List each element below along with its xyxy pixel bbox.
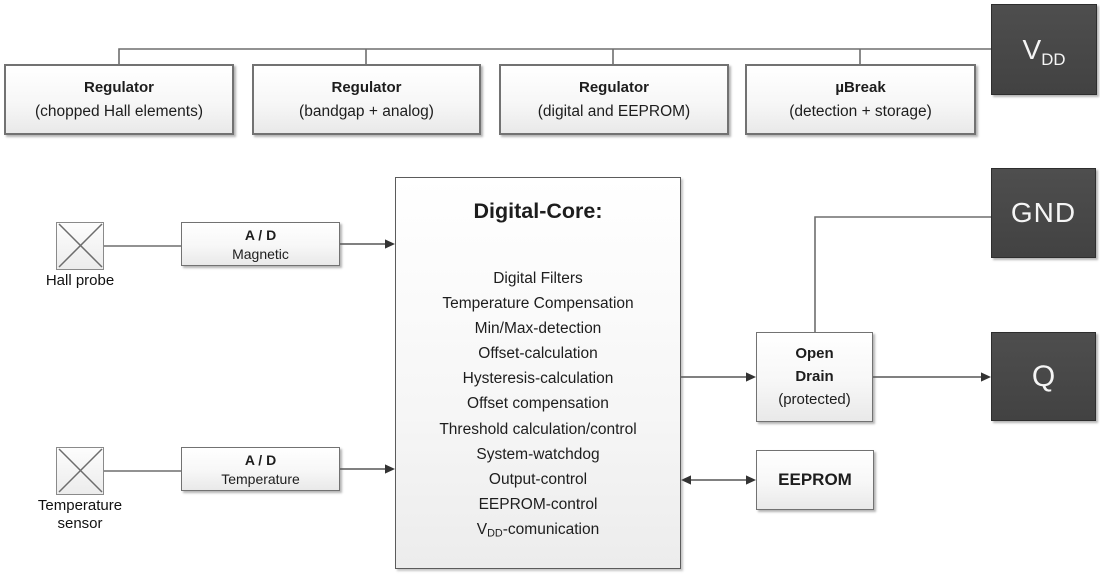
q-pin-label: Q <box>1031 359 1056 393</box>
eeprom-box: EEPROM <box>756 450 874 510</box>
temperature-sensor-label-line2: sensor <box>57 515 103 532</box>
adc-magnetic-title: A / D <box>244 227 277 243</box>
core-function: Hysteresis-calculation <box>462 370 614 388</box>
core-function: Threshold calculation/control <box>439 420 637 438</box>
core-function: EEPROM-control <box>478 495 598 513</box>
q-pin: Q <box>991 332 1096 421</box>
regulator-bandgap-subtitle: (bandgap + analog) <box>299 103 434 120</box>
adc-temperature-box: A / D Temperature <box>181 447 340 491</box>
x-mark-icon <box>57 448 103 493</box>
arrowhead-into-core-temperature <box>385 464 395 474</box>
adc-temperature-title: A / D <box>244 452 277 468</box>
arrowhead-into-eeprom <box>746 475 756 485</box>
vdd-pin-label: VDD <box>1022 33 1066 69</box>
open-drain-line1: Open <box>795 345 834 362</box>
regulator-hall-box: Regulator (chopped Hall elements) <box>4 64 234 135</box>
core-function: Offset-calculation <box>478 345 598 363</box>
digital-core-function-list: Digital Filters Temperature Compensation… <box>396 266 680 542</box>
regulator-digital-subtitle: (digital and EEPROM) <box>537 103 691 120</box>
ubreak-box: µBreak (detection + storage) <box>745 64 976 135</box>
temperature-sensor-label-line1: Temperature <box>37 497 123 514</box>
digital-core-box: Digital-Core: Digital Filters Temperatur… <box>395 177 681 569</box>
regulator-hall-title: Regulator <box>83 79 154 96</box>
core-function-vdd-communication: VDD-comunication <box>476 520 600 540</box>
regulator-bandgap-title: Regulator <box>331 79 402 96</box>
temperature-sensor-icon <box>56 447 104 495</box>
digital-core-title: Digital-Core: <box>473 199 603 223</box>
temperature-sensor-label: Temperature sensor <box>20 497 140 533</box>
ubreak-title: µBreak <box>835 79 886 96</box>
x-mark-icon <box>57 223 103 268</box>
gnd-pin: GND <box>991 168 1096 258</box>
core-function: Offset compensation <box>467 395 609 413</box>
adc-magnetic-subtitle: Magnetic <box>232 246 289 262</box>
arrowhead-into-q <box>981 372 991 382</box>
vdd-pin: VDD <box>991 4 1097 95</box>
open-drain-line2: Drain <box>795 368 834 385</box>
hall-probe-icon <box>56 222 104 270</box>
core-function: Digital Filters <box>493 270 583 287</box>
regulator-digital-title: Regulator <box>578 79 649 96</box>
open-drain-line3: (protected) <box>778 391 851 408</box>
vdd-bus-wire <box>118 48 991 64</box>
opendrain-to-gnd-wire <box>814 216 991 332</box>
gnd-pin-label: GND <box>1010 197 1077 228</box>
regulator-bandgap-box: Regulator (bandgap + analog) <box>252 64 481 135</box>
arrowhead-into-core-magnetic <box>385 239 395 249</box>
core-function: Output-control <box>488 470 588 488</box>
core-function: System-watchdog <box>476 445 600 463</box>
regulator-digital-box: Regulator (digital and EEPROM) <box>499 64 729 135</box>
core-function: Temperature Compensation <box>442 295 634 313</box>
open-drain-box: Open Drain (protected) <box>756 332 873 422</box>
core-function: Min/Max-detection <box>474 320 602 338</box>
eeprom-label: EEPROM <box>778 470 852 489</box>
arrowhead-into-opendrain <box>746 372 756 382</box>
ubreak-subtitle: (detection + storage) <box>789 103 932 120</box>
adc-magnetic-box: A / D Magnetic <box>181 222 340 266</box>
hall-probe-label: Hall probe <box>45 272 115 289</box>
regulator-hall-subtitle: (chopped Hall elements) <box>34 103 203 120</box>
arrowhead-into-core-from-eeprom <box>681 475 691 485</box>
adc-temperature-subtitle: Temperature <box>221 471 300 487</box>
